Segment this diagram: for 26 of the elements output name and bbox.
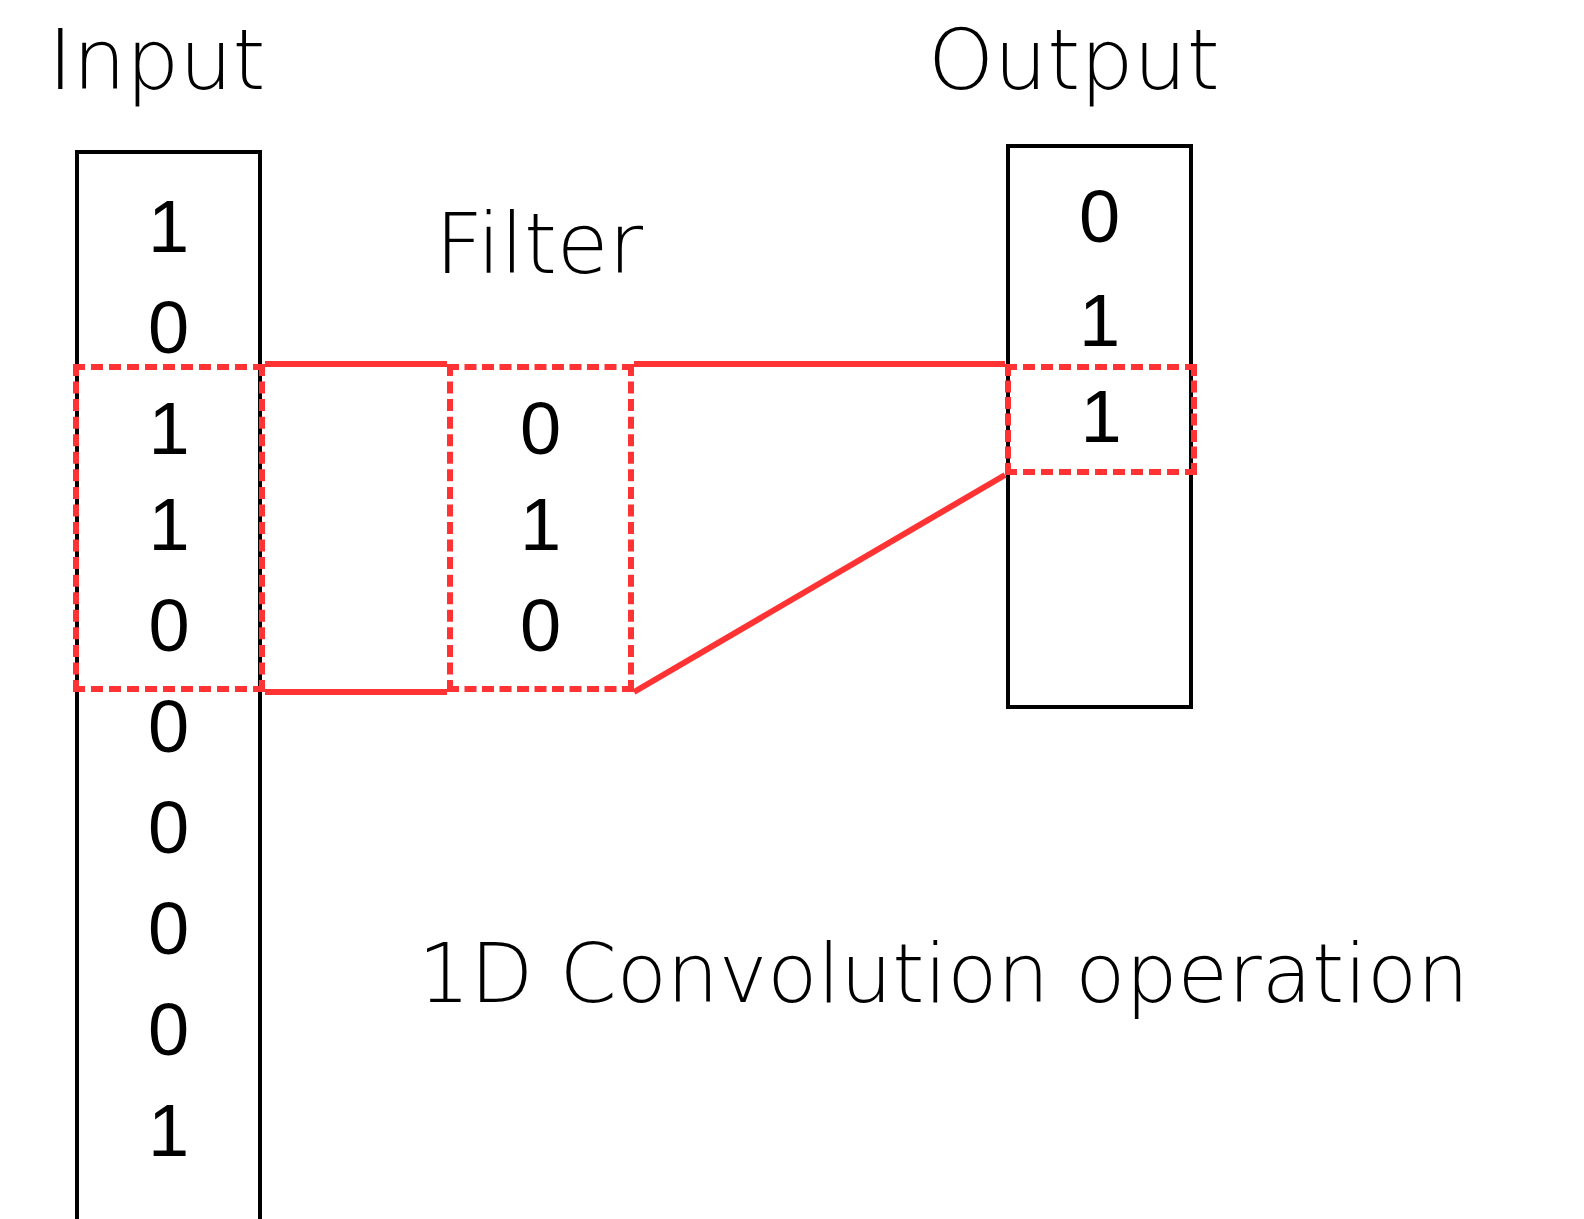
digit-value: 1 <box>146 187 191 267</box>
digit-value: 0 <box>146 288 191 368</box>
digit-value: 1 <box>147 485 191 565</box>
column-heading: Output <box>928 12 1220 108</box>
connector-line <box>634 361 1005 367</box>
diagram-caption: 1D Convolution operation <box>418 925 1470 1023</box>
digit-value: 1 <box>1079 377 1123 457</box>
digit-value: 0 <box>147 586 191 666</box>
digit-value: 0 <box>146 889 191 969</box>
digit-value: 0 <box>146 788 191 868</box>
connector-line <box>265 361 447 367</box>
column-heading: Filter <box>435 196 644 292</box>
digit-value: 1 <box>147 389 191 469</box>
column-heading: Input <box>48 12 266 108</box>
digit-value: 1 <box>1077 281 1122 361</box>
digit-value: 1 <box>146 1091 191 1171</box>
digit-value: 0 <box>146 990 191 1070</box>
sliding-window <box>73 364 265 692</box>
digit-value: 0 <box>146 687 191 767</box>
digit-value: 0 <box>1077 177 1122 257</box>
digit-value: 0 <box>518 586 563 666</box>
digit-value: 0 <box>518 389 563 469</box>
connector-line <box>632 472 1007 695</box>
output-cell <box>1005 364 1197 475</box>
digit-value: 1 <box>518 485 563 565</box>
connector-line <box>265 689 447 695</box>
